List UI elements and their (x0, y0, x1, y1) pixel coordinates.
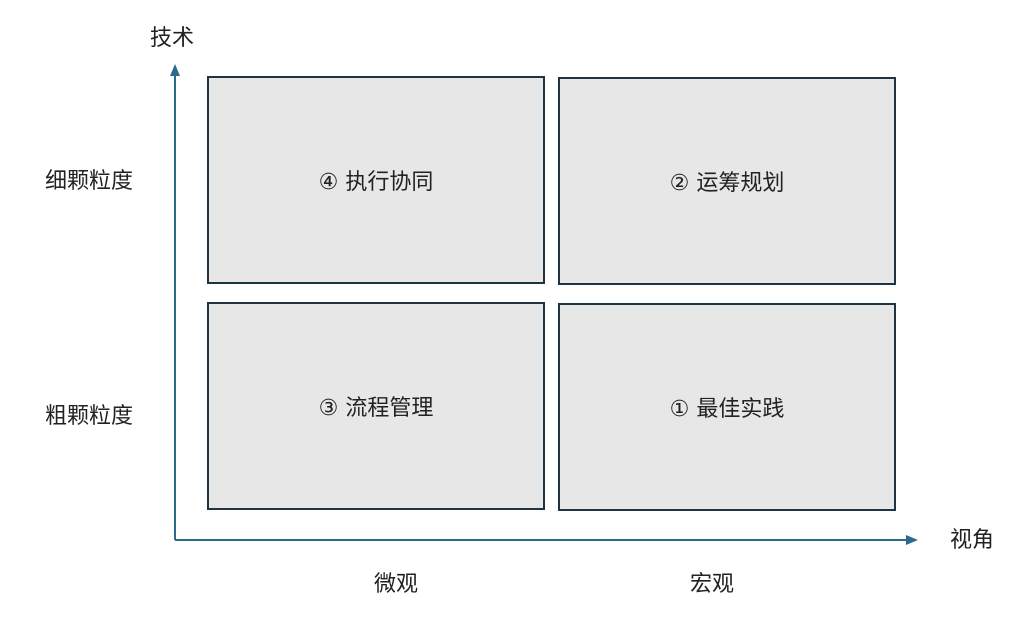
quadrant-label: ② 运筹规划 (669, 171, 785, 196)
y-axis-title: 技术 (150, 26, 195, 51)
quadrant-operations-planning: ② 运筹规划 (558, 77, 896, 285)
quadrant-best-practice: ① 最佳实践 (558, 303, 896, 511)
x-tick-macro: 宏观 (690, 572, 735, 597)
y-tick-coarse: 粗颗粒度 (45, 404, 134, 429)
quadrant-label: ③ 流程管理 (318, 396, 434, 421)
quadrant-process-management: ③ 流程管理 (207, 302, 545, 510)
y-tick-fine: 细颗粒度 (45, 169, 134, 194)
quadrant-label: ① 最佳实践 (669, 397, 785, 422)
x-axis-title: 视角 (950, 528, 995, 553)
quadrant-label: ④ 执行协同 (318, 170, 434, 195)
x-axis-arrow-icon (906, 535, 918, 545)
quadrant-execution-coordination: ④ 执行协同 (207, 76, 545, 284)
y-axis-arrow-icon (170, 64, 180, 76)
x-tick-micro: 微观 (374, 572, 419, 597)
